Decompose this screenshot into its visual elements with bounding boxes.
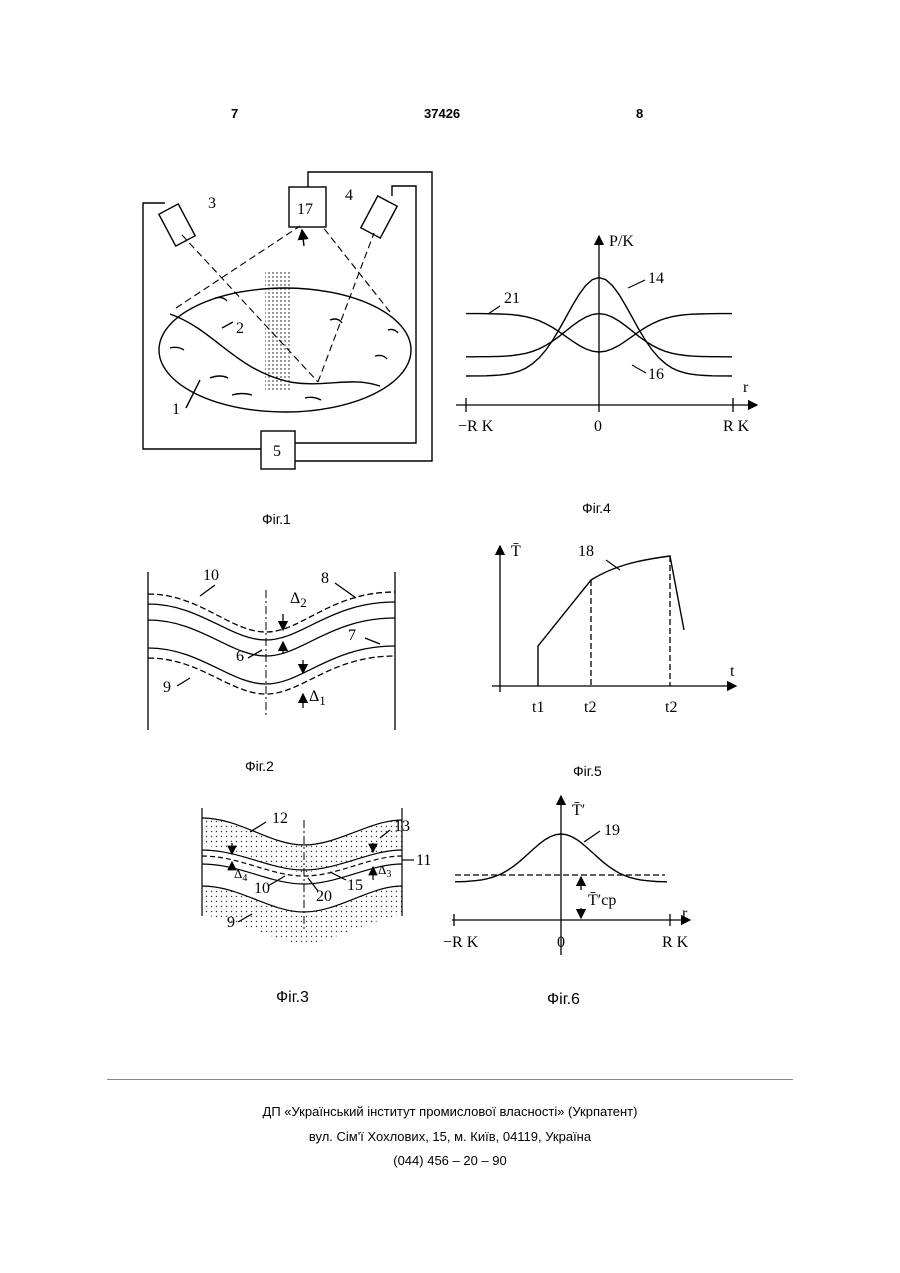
fig2-delta-2: Δ2 bbox=[290, 590, 307, 610]
fig6-tick-minus-rk: −R K bbox=[443, 934, 479, 951]
fig6-y-label: T̄′ bbox=[572, 802, 585, 819]
fig4-leader-14 bbox=[628, 280, 645, 288]
fig4-x-label: r bbox=[743, 379, 749, 396]
fig4-series-14-label: 14 bbox=[648, 270, 664, 287]
fig5-x-label: t bbox=[730, 663, 735, 680]
fig6-x-label: r bbox=[682, 905, 688, 922]
fig2-label-8: 8 bbox=[321, 570, 329, 587]
fig5-series-18-label: 18 bbox=[578, 543, 594, 560]
footer-organization: ДП «Український інститут промислової вла… bbox=[0, 1104, 900, 1119]
fig6-caption: Фіг.6 bbox=[547, 991, 580, 1008]
footer-phone: (044) 456 – 20 – 90 bbox=[0, 1153, 900, 1168]
fig3-delta-4: Δ4 bbox=[234, 866, 247, 884]
fig4-tick-minus-rk: −R K bbox=[458, 418, 494, 435]
fig3-label-13: 13 bbox=[394, 818, 410, 835]
fig1-label-3: 3 bbox=[208, 195, 216, 212]
fig2-delta-1: Δ1 bbox=[309, 688, 326, 708]
footer-divider bbox=[107, 1079, 793, 1080]
fig4-caption: Фіг.4 bbox=[582, 500, 611, 516]
fig3-label-15: 15 bbox=[347, 877, 363, 894]
fig1-label-5: 5 bbox=[273, 443, 281, 460]
fig3-label-20: 20 bbox=[316, 888, 332, 905]
fig2-label-6: 6 bbox=[236, 648, 244, 665]
fig3-caption: Фіг.3 bbox=[276, 989, 309, 1006]
fig1-label-2: 2 bbox=[236, 320, 244, 337]
fig1-label-4: 4 bbox=[345, 187, 353, 204]
fig5-caption: Фіг.5 bbox=[573, 763, 602, 779]
fig4-tick-zero: 0 bbox=[594, 418, 602, 435]
fig6-tick-rk: R K bbox=[662, 934, 689, 951]
fig4-leader-21 bbox=[488, 306, 500, 314]
sensor-3 bbox=[159, 204, 195, 246]
fig6-tick-zero: 0 bbox=[557, 934, 565, 951]
fig3-label-10: 10 bbox=[254, 880, 270, 897]
fig3-label-11: 11 bbox=[416, 852, 431, 869]
fig1-label-1: 1 bbox=[172, 401, 180, 418]
fig6-annotation-tcp: T̄′ср bbox=[588, 892, 616, 909]
fig1-caption: Фіг.1 bbox=[262, 511, 291, 527]
fig5-y-label: T̄ bbox=[511, 543, 521, 560]
fig4-series-21-label: 21 bbox=[504, 290, 520, 307]
fig4-leader-16 bbox=[632, 365, 646, 373]
fig5-series-18-line bbox=[538, 556, 684, 686]
fig2-label-10: 10 bbox=[203, 567, 219, 584]
fig5-curves bbox=[538, 556, 684, 686]
figures-sheet: 3 4 17 5 2 1 Фіг.1 P/K r −R K 0 R K 14 2… bbox=[0, 0, 900, 1060]
fig3-label-9: 9 bbox=[227, 914, 235, 931]
fig1-label-17: 17 bbox=[297, 201, 313, 218]
footer-address: вул. Сім'ї Хохлових, 15, м. Київ, 04119,… bbox=[0, 1129, 900, 1144]
figure-6 bbox=[452, 796, 690, 955]
fig2-label-7: 7 bbox=[348, 627, 356, 644]
figure-2 bbox=[148, 572, 395, 730]
fig5-tick-t1: t1 bbox=[532, 699, 544, 716]
fig6-series-19-label: 19 bbox=[604, 822, 620, 839]
fig2-label-9: 9 bbox=[163, 679, 171, 696]
figure-1 bbox=[143, 172, 432, 469]
fig5-tick-t2a: t2 bbox=[584, 699, 596, 716]
fig2-caption: Фіг.2 bbox=[245, 758, 274, 774]
fig4-tick-rk: R K bbox=[723, 418, 750, 435]
sensor-4 bbox=[361, 196, 397, 238]
fig3-label-12: 12 bbox=[272, 810, 288, 827]
fig5-tick-t2b: t2 bbox=[665, 699, 677, 716]
fig4-y-label: P/K bbox=[609, 233, 634, 250]
fig4-series-16-label: 16 bbox=[648, 366, 664, 383]
figure-4 bbox=[456, 236, 757, 412]
